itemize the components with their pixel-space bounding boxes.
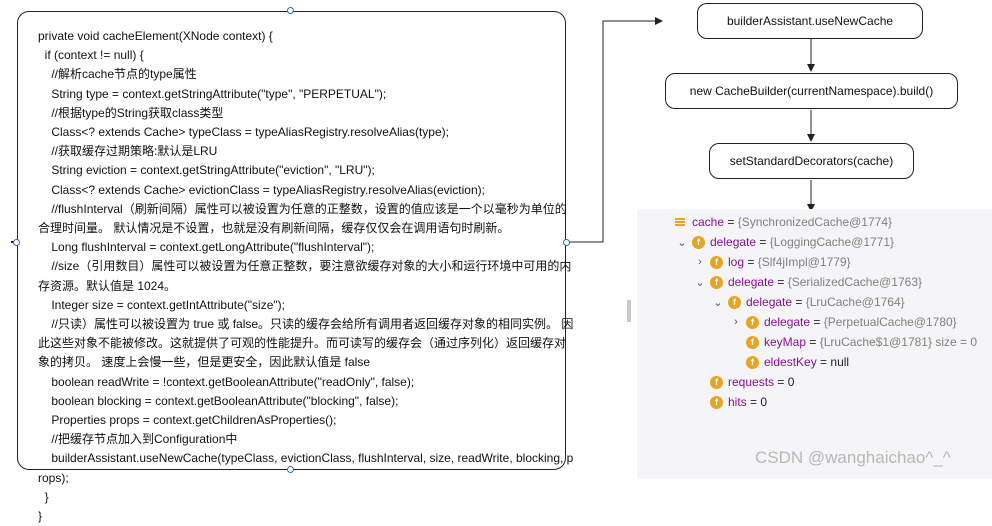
variable-name: delegate bbox=[746, 295, 793, 309]
code-line: //把缓存节点加入到Configuration中 bbox=[38, 432, 238, 447]
code-line: //flushInterval（刷新间隔）属性可以被设置为任意的正整数，设置的值… bbox=[38, 201, 567, 236]
code-line: String eviction = context.getStringAttri… bbox=[38, 163, 375, 178]
code-line: String type = context.getStringAttribute… bbox=[38, 86, 387, 101]
variable-value: {LruCache@1764} bbox=[805, 295, 905, 309]
code-line: //只读）属性可以被设置为 true 或 false。只读的缓存会给所有调用者返… bbox=[38, 317, 574, 370]
code-block-node[interactable]: private void cacheElement(XNode context)… bbox=[17, 11, 573, 523]
connection-handle-right[interactable] bbox=[563, 239, 570, 246]
variable-name: delegate bbox=[764, 315, 811, 329]
flow-step-label: new CacheBuilder(currentNamespace).build… bbox=[689, 84, 934, 98]
code-line: } bbox=[38, 489, 49, 504]
variable-name: delegate bbox=[728, 275, 775, 289]
equals-sign: = bbox=[724, 215, 738, 229]
equals-sign: = bbox=[806, 335, 820, 349]
variable-value: 0 bbox=[787, 375, 795, 389]
connection-handle-bottom[interactable] bbox=[287, 466, 294, 473]
debugger-variables-panel bbox=[637, 209, 992, 479]
chevron-down-icon[interactable]: ⌄ bbox=[677, 236, 687, 249]
tree-row[interactable]: ⌄ f delegate = {SerializedCache@1763} bbox=[694, 272, 922, 292]
chevron-down-icon[interactable]: ⌄ bbox=[695, 276, 705, 289]
equals-sign: = bbox=[810, 315, 824, 329]
code-line: Integer size = context.getIntAttribute("… bbox=[38, 297, 285, 312]
code-line: } bbox=[38, 509, 43, 524]
variable-name: requests bbox=[728, 375, 775, 389]
code-text: private void cacheElement(XNode context)… bbox=[38, 27, 576, 526]
equals-sign: = bbox=[792, 295, 806, 309]
tree-row[interactable]: › f delegate = {PerpetualCache@1780} bbox=[730, 312, 957, 332]
lines-icon bbox=[675, 218, 685, 226]
code-line: Class<? extends Cache> typeClass = typeA… bbox=[38, 125, 449, 140]
equals-sign: = bbox=[774, 375, 788, 389]
code-line: //获取缓存过期策略:默认是LRU bbox=[38, 144, 218, 159]
code-line: //size（引用数目）属性可以被设置为任意正整数，要注意欲缓存对象的大小和运行… bbox=[38, 259, 572, 293]
variable-value: {Slf4jImpl@1779} bbox=[757, 255, 851, 269]
flow-step-set-standard-decorators[interactable]: setStandardDecorators(cache) bbox=[709, 143, 914, 179]
flow-step-use-new-cache[interactable]: builderAssistant.useNewCache bbox=[697, 3, 923, 39]
variable-value: {SerializedCache@1763} bbox=[787, 275, 923, 289]
flow-step-label: builderAssistant.useNewCache bbox=[726, 14, 894, 28]
tree-row[interactable]: f eldestKey = null bbox=[730, 352, 849, 372]
field-icon: f bbox=[746, 355, 759, 369]
code-line: builderAssistant.useNewCache(typeClass, … bbox=[38, 451, 574, 485]
variable-value: {SynchronizedCache@1774} bbox=[737, 215, 893, 229]
equals-sign: = bbox=[744, 255, 758, 269]
field-icon: f bbox=[746, 315, 759, 329]
field-icon: f bbox=[710, 375, 723, 389]
code-line: boolean readWrite = !context.getBooleanA… bbox=[38, 374, 415, 389]
variable-name: eldestKey bbox=[764, 355, 817, 369]
code-line: Class<? extends Cache> evictionClass = t… bbox=[38, 182, 485, 197]
connection-handle-top[interactable] bbox=[287, 7, 294, 14]
variable-name: hits bbox=[728, 395, 747, 409]
connection-handle-left[interactable] bbox=[13, 239, 20, 246]
equals-sign: = bbox=[756, 235, 770, 249]
code-line: Long flushInterval = context.getLongAttr… bbox=[38, 240, 375, 255]
code-line: //解析cache节点的type属性 bbox=[38, 67, 197, 82]
variable-value: null bbox=[830, 355, 850, 369]
chevron-down-icon[interactable]: ⌄ bbox=[713, 296, 723, 309]
code-line: //根据type的String获取class类型 bbox=[38, 105, 224, 120]
connector-code-to-usenewcache bbox=[570, 17, 663, 243]
field-icon: f bbox=[728, 295, 741, 309]
variable-name: delegate bbox=[710, 235, 757, 249]
field-icon: f bbox=[692, 235, 705, 249]
code-line: boolean blocking = context.getBooleanAtt… bbox=[38, 393, 399, 408]
field-icon: f bbox=[710, 275, 723, 289]
code-line: if (context != null) { bbox=[38, 48, 144, 63]
panel-divider[interactable] bbox=[627, 300, 631, 322]
code-line: Properties props = context.getChildrenAs… bbox=[38, 413, 337, 428]
chevron-right-icon[interactable]: › bbox=[698, 256, 702, 268]
tree-row[interactable]: cache = {SynchronizedCache@1774} bbox=[658, 212, 892, 232]
equals-sign: = bbox=[816, 355, 831, 369]
watermark: CSDN @wanghaichao^_^ bbox=[755, 448, 951, 467]
field-icon: f bbox=[710, 255, 723, 269]
code-line: private void cacheElement(XNode context)… bbox=[38, 29, 273, 43]
field-icon: f bbox=[746, 335, 759, 349]
flow-step-label: setStandardDecorators(cache) bbox=[729, 154, 894, 168]
field-icon: f bbox=[710, 395, 723, 409]
equals-sign: = bbox=[746, 395, 761, 409]
tree-row[interactable]: f requests = 0 bbox=[694, 372, 794, 392]
chevron-right-icon[interactable]: › bbox=[734, 316, 738, 328]
tree-row[interactable]: ⌄ f delegate = {LruCache@1764} bbox=[712, 292, 905, 312]
variable-value: 0 bbox=[760, 395, 768, 409]
equals-sign: = bbox=[774, 275, 788, 289]
variable-name: keyMap bbox=[764, 335, 807, 349]
variable-value: {PerpetualCache@1780} bbox=[823, 315, 957, 329]
flow-step-cache-builder-build[interactable]: new CacheBuilder(currentNamespace).build… bbox=[665, 73, 958, 109]
variable-name: cache bbox=[692, 215, 725, 229]
variable-value: {LoggingCache@1771} bbox=[769, 235, 895, 249]
variable-value: {LruCache$1@1781} size = 0 bbox=[819, 335, 978, 349]
tree-row[interactable]: ⌄ f delegate = {LoggingCache@1771} bbox=[676, 232, 894, 252]
variable-name: log bbox=[728, 255, 745, 269]
